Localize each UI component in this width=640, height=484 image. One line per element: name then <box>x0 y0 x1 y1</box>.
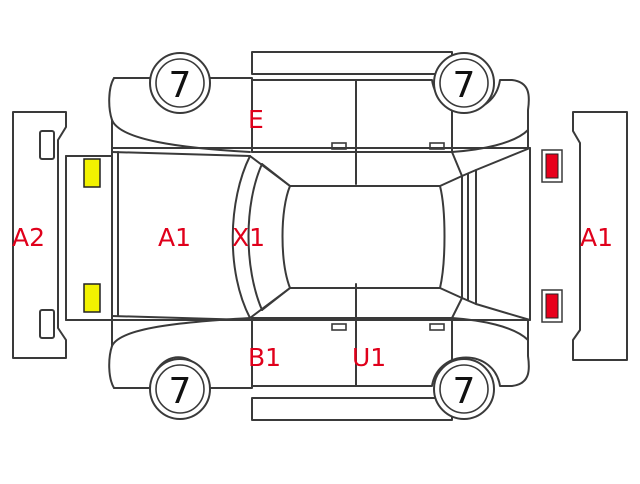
label-windshield: X1 <box>232 223 265 252</box>
front-left-light-marker <box>83 158 101 188</box>
label-rear-door-lower: U1 <box>352 343 386 372</box>
label-front-door-lower: B1 <box>248 343 281 372</box>
rear-right-light-marker <box>545 293 559 319</box>
wheel-rear-right-value: 7 <box>453 371 476 412</box>
label-hood: A1 <box>158 223 191 252</box>
left-side-panel <box>108 51 530 185</box>
wheel-front-right-value: 7 <box>169 371 192 412</box>
label-roof-front-side: E <box>248 105 264 134</box>
wheel-rear-left: 7 <box>433 52 495 114</box>
label-front-bumper: A2 <box>12 223 45 252</box>
rear-bumper <box>572 111 628 361</box>
front-light-markers <box>83 158 101 313</box>
wheel-front-left-value: 7 <box>169 65 192 106</box>
front-right-light-marker <box>83 283 101 313</box>
wheel-front-left: 7 <box>149 52 211 114</box>
rear-light-markers <box>541 149 563 323</box>
wheel-rear-left-value: 7 <box>453 65 476 106</box>
wheel-front-right: 7 <box>149 358 211 420</box>
wheel-rear-right: 7 <box>433 358 495 420</box>
cabin-roof <box>231 147 531 321</box>
front-bumper <box>12 111 67 359</box>
right-side-panel <box>108 283 530 421</box>
label-rear-bumper: A1 <box>580 223 613 252</box>
rear-left-light-marker <box>545 153 559 179</box>
damage-labels: A2 A1 X1 E B1 U1 A1 <box>12 105 613 372</box>
